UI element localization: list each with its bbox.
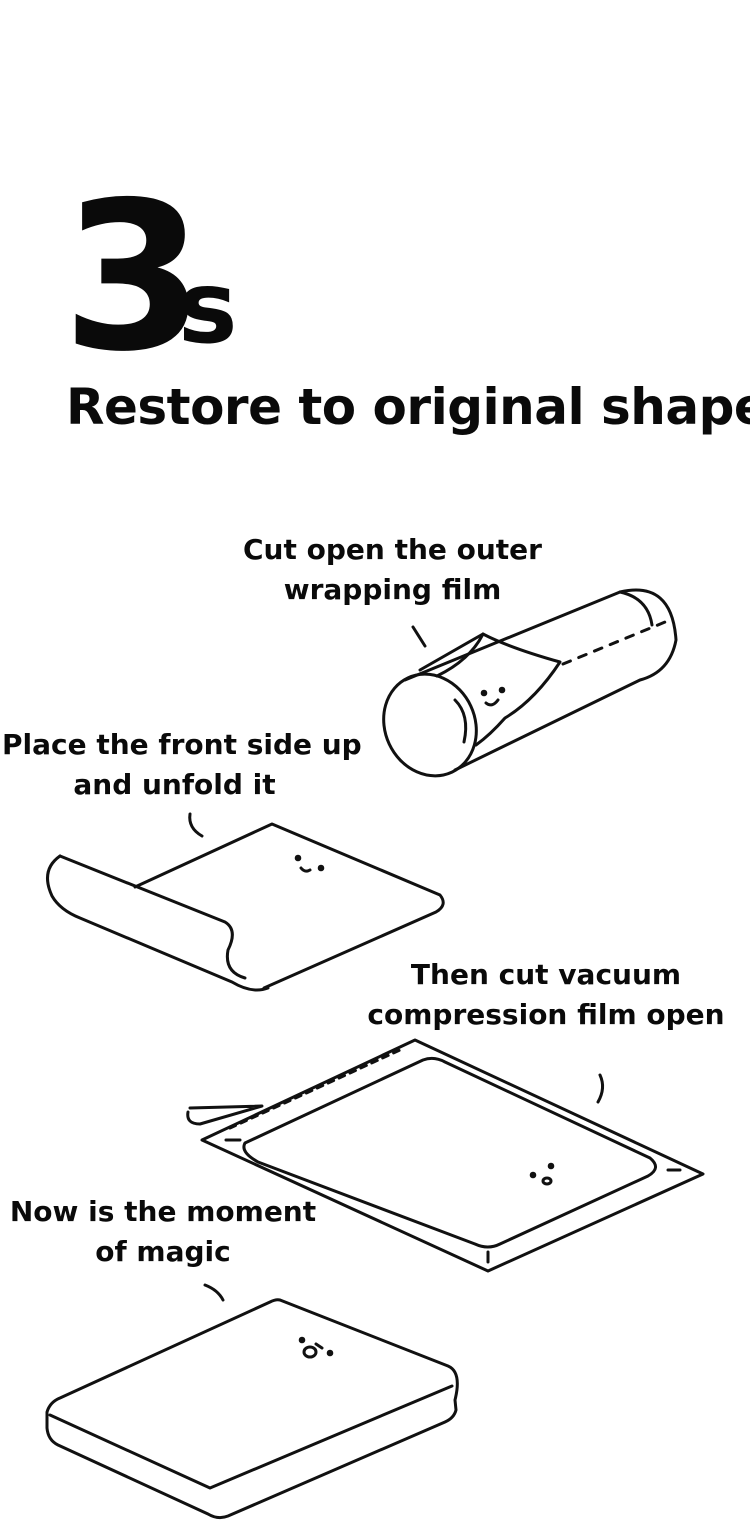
hero-unit: s (178, 249, 238, 366)
step-2-caption: Place the front side up and unfold it (2, 725, 362, 805)
step-3-line-2: compression film open (367, 998, 725, 1031)
step-4-caption: Now is the moment of magic (4, 1192, 322, 1272)
step-1-line-2: wrapping film (283, 573, 502, 606)
step-1-line-1: Cut open the outer (243, 533, 542, 566)
step-4-line-2: of magic (95, 1235, 231, 1268)
step-3-caption: Then cut vacuum compression film open (356, 955, 736, 1035)
step-3-line-1: Then cut vacuum (410, 958, 682, 991)
vacuum-bag-illustration (186, 1038, 705, 1273)
step-1-caption: Cut open the outer wrapping film (240, 530, 545, 610)
rolled-mattress-illustration (382, 588, 678, 778)
step-2-line-2: and unfold it (73, 768, 276, 801)
step-2-line-1: Place the front side up (2, 728, 362, 761)
step-4-line-1: Now is the moment (9, 1195, 317, 1228)
restored-mattress-illustration (45, 1283, 459, 1520)
headline: Restore to original shape (66, 378, 750, 436)
unfolding-mattress-illustration (46, 812, 445, 992)
hero-number: 3 (62, 159, 205, 397)
